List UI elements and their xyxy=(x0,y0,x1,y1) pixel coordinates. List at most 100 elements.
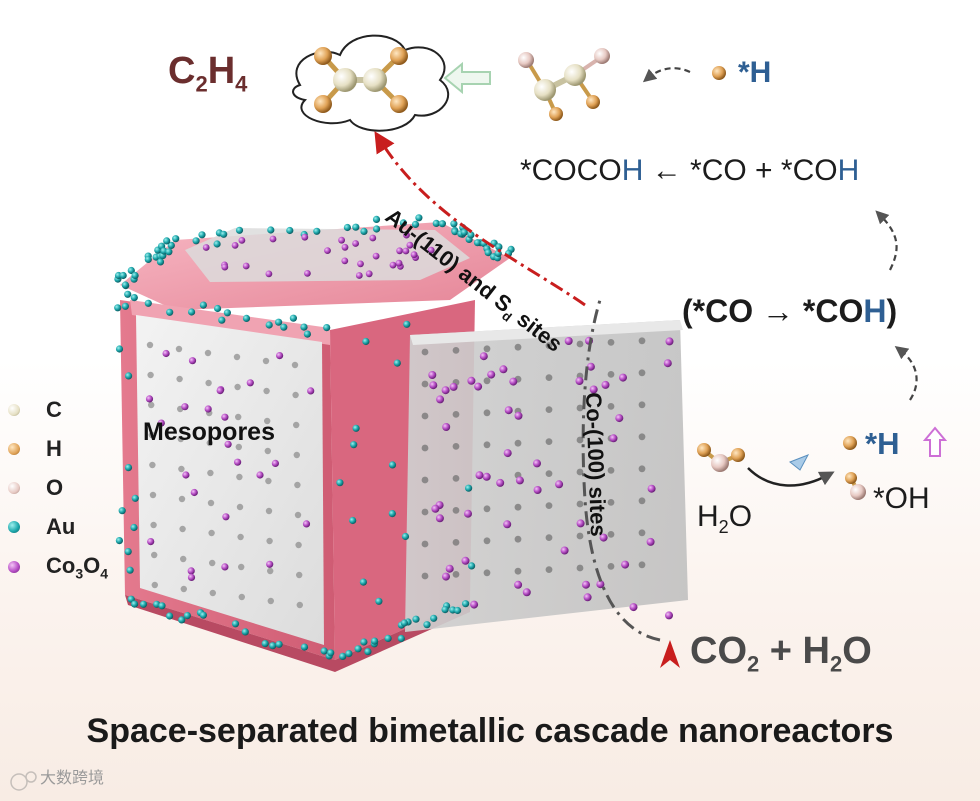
au-particle xyxy=(352,223,360,231)
au-particle xyxy=(462,600,470,608)
pore xyxy=(206,439,213,447)
pore xyxy=(265,477,272,485)
pore xyxy=(483,441,491,449)
co3o4-particle xyxy=(647,484,656,493)
co3o4-particle xyxy=(514,411,523,420)
au-particle xyxy=(218,316,226,324)
pore xyxy=(638,465,646,473)
co3o4-particle xyxy=(145,395,154,403)
au-particle xyxy=(114,304,122,312)
au-particle xyxy=(441,606,449,614)
au-particle xyxy=(242,314,251,322)
pore xyxy=(233,353,241,361)
pore xyxy=(483,409,491,417)
co3o4-particle xyxy=(216,387,224,395)
oxygen-atom-icon xyxy=(8,482,20,494)
co3o4-particle xyxy=(586,362,595,371)
co3o4-particle xyxy=(357,260,364,268)
product-label: C2H4 xyxy=(168,50,248,97)
au-particle xyxy=(313,227,321,235)
au-particle xyxy=(403,320,411,328)
au-particle xyxy=(124,464,133,472)
au-particle xyxy=(364,648,372,656)
pore xyxy=(483,569,491,577)
au-particle xyxy=(423,621,431,629)
au-particle xyxy=(223,309,231,317)
pore xyxy=(421,508,429,516)
pore xyxy=(452,347,460,354)
au-particle xyxy=(127,266,135,275)
pore xyxy=(545,406,553,413)
au-particle xyxy=(144,299,152,307)
hollow-arrow-left-icon xyxy=(443,61,491,95)
au-particle xyxy=(339,652,347,661)
co3o4-particle xyxy=(475,471,484,480)
co3o4-particle xyxy=(601,380,610,389)
feed-arrow-icon xyxy=(660,640,680,668)
pore xyxy=(607,403,615,410)
co3o4-particle xyxy=(575,377,584,385)
pore xyxy=(576,532,584,540)
au-particle xyxy=(198,231,206,239)
au-particle xyxy=(467,231,475,239)
pore xyxy=(576,500,584,508)
au-particle xyxy=(412,615,420,623)
au-particle xyxy=(397,634,405,643)
pore xyxy=(234,383,241,391)
au-particle xyxy=(473,239,482,247)
au-particle xyxy=(166,308,174,316)
co3o4-particle xyxy=(242,262,250,270)
co3o4-particle xyxy=(479,352,488,361)
pore xyxy=(207,499,215,507)
co3o4-particle xyxy=(665,611,673,620)
co3o4-particle xyxy=(266,560,274,568)
pore xyxy=(607,371,615,378)
au-particle xyxy=(388,509,396,518)
legend-item-co3o4: Co3O4 xyxy=(8,553,108,581)
pore xyxy=(238,593,245,601)
au-particle xyxy=(199,301,207,309)
pore xyxy=(514,439,522,447)
pore xyxy=(638,497,646,505)
dissociation-arrow xyxy=(747,467,835,487)
au-particle xyxy=(349,516,357,525)
pore xyxy=(638,561,646,569)
pore xyxy=(452,443,460,450)
co3o4-particle xyxy=(276,352,284,360)
pore xyxy=(178,465,185,473)
pore xyxy=(638,529,646,537)
co3o4-particle xyxy=(441,386,450,395)
co3o4-particle xyxy=(503,520,512,529)
au-particle xyxy=(269,642,277,650)
pore xyxy=(267,597,274,605)
pore xyxy=(209,589,216,597)
legend-item-c: C xyxy=(8,397,62,423)
co3o4-particle xyxy=(427,246,435,254)
pore xyxy=(177,435,184,443)
co3o4-particle xyxy=(619,373,627,382)
pore xyxy=(576,436,584,444)
co3o4-particle xyxy=(499,365,508,374)
au-particle xyxy=(300,643,309,651)
co3o4-particle xyxy=(428,371,437,379)
co3o4-particle xyxy=(324,247,331,255)
au-particle xyxy=(121,281,129,289)
co3o4-particle xyxy=(509,377,518,386)
au-particle xyxy=(144,255,152,263)
co3o4-particle xyxy=(224,440,232,448)
co3o4-particle xyxy=(515,476,524,485)
au-particle xyxy=(231,620,240,628)
co3o4-particle xyxy=(589,385,598,394)
pore xyxy=(180,585,187,593)
cobalt-oxide-icon xyxy=(8,561,20,574)
h-atom-top xyxy=(712,66,726,80)
au-particle xyxy=(360,638,368,646)
co3o4-particle xyxy=(482,472,491,481)
pore xyxy=(175,345,183,353)
pore xyxy=(607,531,615,538)
ethylene-molecule xyxy=(314,47,408,113)
co3o4-particle xyxy=(265,270,273,278)
co3o4-particle xyxy=(246,379,254,387)
au-particle xyxy=(393,359,401,367)
au-particle xyxy=(411,220,420,228)
